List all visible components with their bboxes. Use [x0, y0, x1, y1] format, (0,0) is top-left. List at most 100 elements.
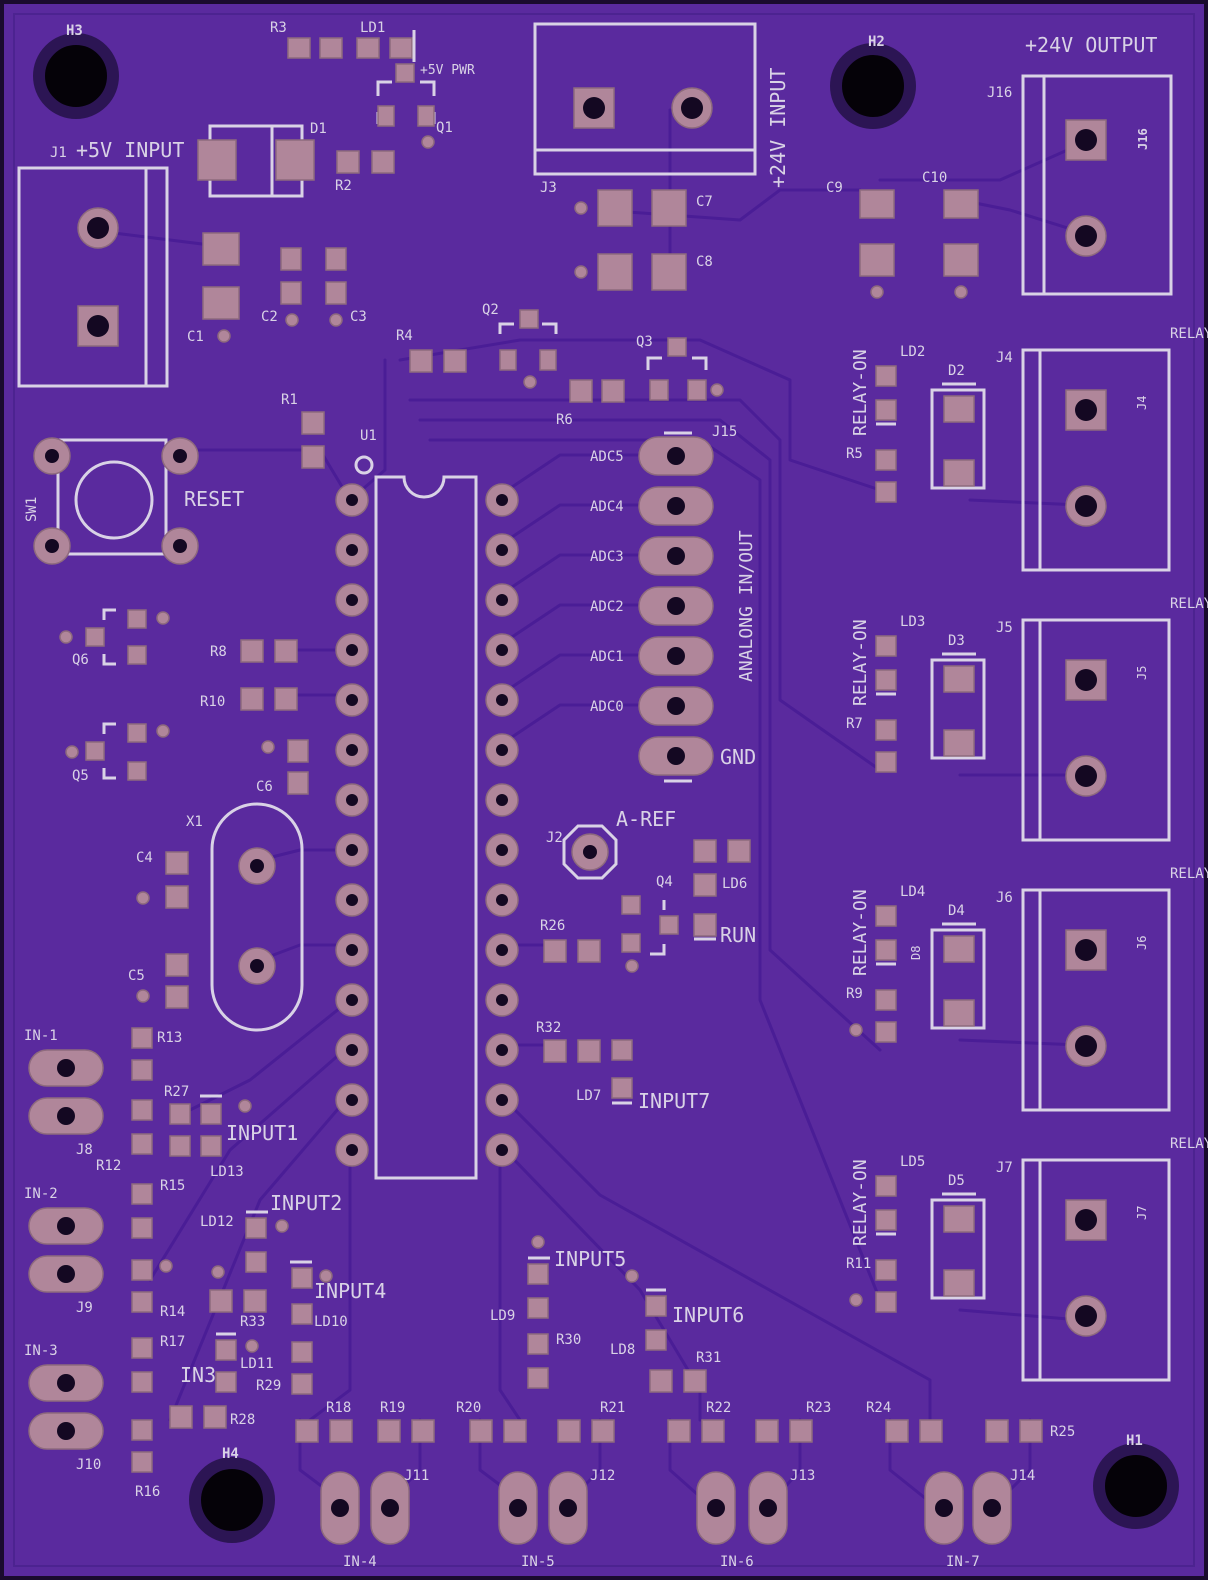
- j12-label: IN-5: [521, 1554, 555, 1570]
- bottom-res-pad-1: [295, 1419, 319, 1443]
- connector-j3: J3 +24V INPUT: [533, 22, 790, 196]
- j15-pin-7-hole: [667, 747, 685, 765]
- j14-pin-2-hole: [983, 1499, 1001, 1517]
- relay-3-led-pad-2: [875, 939, 897, 961]
- caps-c1-c3: C1 C2 C3: [187, 232, 367, 345]
- u1-pin-right-1-hole: [496, 494, 508, 506]
- j15-label: ANALONG IN/OUT: [736, 530, 757, 682]
- relay-1-ref: J4: [996, 350, 1013, 366]
- r10-ref: R10: [200, 694, 225, 710]
- j11-label: IN-4: [343, 1554, 377, 1570]
- u1-pin-left-8-hole: [346, 844, 358, 856]
- caps-c7-c8: C7 C8: [574, 189, 713, 291]
- j2-ref: J2: [546, 830, 563, 846]
- q5-q6-area: Q6 R8 R10 Q5: [59, 608, 298, 784]
- c4-ref: C4: [136, 850, 153, 866]
- bottom-res-pad-11: [755, 1419, 779, 1443]
- j15-pin-label-7: GND: [720, 745, 756, 769]
- relay-1-led-ref: LD2: [900, 344, 925, 360]
- input1-label: INPUT1: [226, 1121, 298, 1145]
- input7-indicator: R32 LD7 INPUT7: [536, 1020, 710, 1113]
- relay-4-led-ref: LD5: [900, 1154, 925, 1170]
- input7-label: INPUT7: [638, 1089, 710, 1113]
- j12-pin-2-hole: [559, 1499, 577, 1517]
- r22-ref: R22: [706, 1400, 731, 1416]
- resistor-r1: R1: [281, 392, 325, 469]
- r25-ref: R25: [1050, 1424, 1075, 1440]
- j9-ref: J9: [76, 1300, 93, 1316]
- relay-2-diode-outline: [930, 658, 986, 760]
- c9-ref: C9: [826, 180, 843, 196]
- u1-pin-right-5-hole: [496, 694, 508, 706]
- j8-ref: J8: [76, 1142, 93, 1158]
- hole-label-h3: H3: [66, 23, 83, 39]
- u1-pin-right-6-hole: [496, 744, 508, 756]
- j8-pin-1-hole: [57, 1059, 75, 1077]
- connector-j1: J1 +5V INPUT: [17, 138, 184, 388]
- input5-label: INPUT5: [554, 1247, 626, 1271]
- j1-ref: J1: [50, 145, 67, 161]
- u1-pin-right-7-hole: [496, 794, 508, 806]
- pwr5v-label: +5V PWR: [420, 63, 475, 78]
- mounting-hole-h1: [1093, 1443, 1179, 1529]
- bottom-res-pad-9: [667, 1419, 691, 1443]
- relay-4-res-pad-2: [875, 1291, 897, 1313]
- relay-3-diode-ref: D4: [948, 903, 965, 919]
- j12-ref: J12: [590, 1468, 615, 1484]
- c5-ref: C5: [128, 968, 145, 984]
- u1-pin-right-3-hole: [496, 594, 508, 606]
- r28-ref: R28: [230, 1412, 255, 1428]
- j15-pin-label-2: ADC4: [590, 499, 624, 515]
- relay-4-ref: J7: [996, 1160, 1013, 1176]
- j10-label: IN-3: [24, 1343, 58, 1359]
- connector-j2: J2 A-REF: [546, 807, 676, 880]
- crystal-x1: X1 C4 C5: [128, 802, 304, 1032]
- relay-2-title: RELAY #2: [1170, 596, 1208, 612]
- r17-ref: R17: [160, 1334, 185, 1350]
- relay-1-led-pad-1: [875, 365, 897, 387]
- caps-c9-c10: C9 C10: [826, 170, 979, 299]
- relay-4-outline: [1021, 1158, 1171, 1382]
- ld11-ref: LD11: [240, 1356, 274, 1372]
- ld8-ref: LD8: [610, 1342, 635, 1358]
- relay-3-diode-pad-1: [943, 935, 975, 963]
- relay-3-via: [849, 1023, 863, 1037]
- mounting-holes: H3 H2 H4 H1: [33, 23, 1179, 1543]
- u1-pin-left-7-hole: [346, 794, 358, 806]
- relay-1-diode-pad-1: [943, 395, 975, 423]
- relay-3-diode-outline: [930, 928, 986, 1030]
- q3-ref: Q3: [636, 334, 653, 350]
- bottom-res-pad-10: [701, 1419, 725, 1443]
- u1-ref: U1: [360, 428, 377, 444]
- j15-pin-label-6: ADC0: [590, 699, 624, 715]
- relay-3-side: J6: [1135, 936, 1149, 950]
- aref-label: A-REF: [616, 807, 676, 831]
- j12-pin-1-hole: [509, 1499, 527, 1517]
- bottom-res-pad-13: [885, 1419, 909, 1443]
- q2-q3-area: Q2 R4 Q3 R6: [396, 302, 724, 428]
- r19-ref: R19: [380, 1400, 405, 1416]
- j15-pin-6-hole: [667, 697, 685, 715]
- transistor-q1: Q1: [376, 80, 453, 149]
- ld12-ref: LD12: [200, 1214, 234, 1230]
- relay-3-title: RELAY #3: [1170, 866, 1208, 882]
- relay-3-led-pad-1: [875, 905, 897, 927]
- j15-pin-2-hole: [667, 497, 685, 515]
- ld6-ref: LD6: [722, 876, 747, 892]
- relay-1-res-ref: R5: [846, 446, 863, 462]
- r12-ref: R12: [96, 1158, 121, 1174]
- ld13-ref: LD13: [210, 1164, 244, 1180]
- c2-ref: C2: [261, 309, 278, 325]
- run-indicator: LD6 RUN Q4 R26: [540, 839, 756, 973]
- u1-pin-left-3-hole: [346, 594, 358, 606]
- u1-pin-right-2-hole: [496, 544, 508, 556]
- j10-ref: J10: [76, 1457, 101, 1473]
- hole-label-h2: H2: [868, 34, 885, 50]
- input2-label: INPUT2: [270, 1191, 342, 1215]
- r33-ref: R33: [240, 1314, 265, 1330]
- j1-label: +5V INPUT: [76, 138, 184, 162]
